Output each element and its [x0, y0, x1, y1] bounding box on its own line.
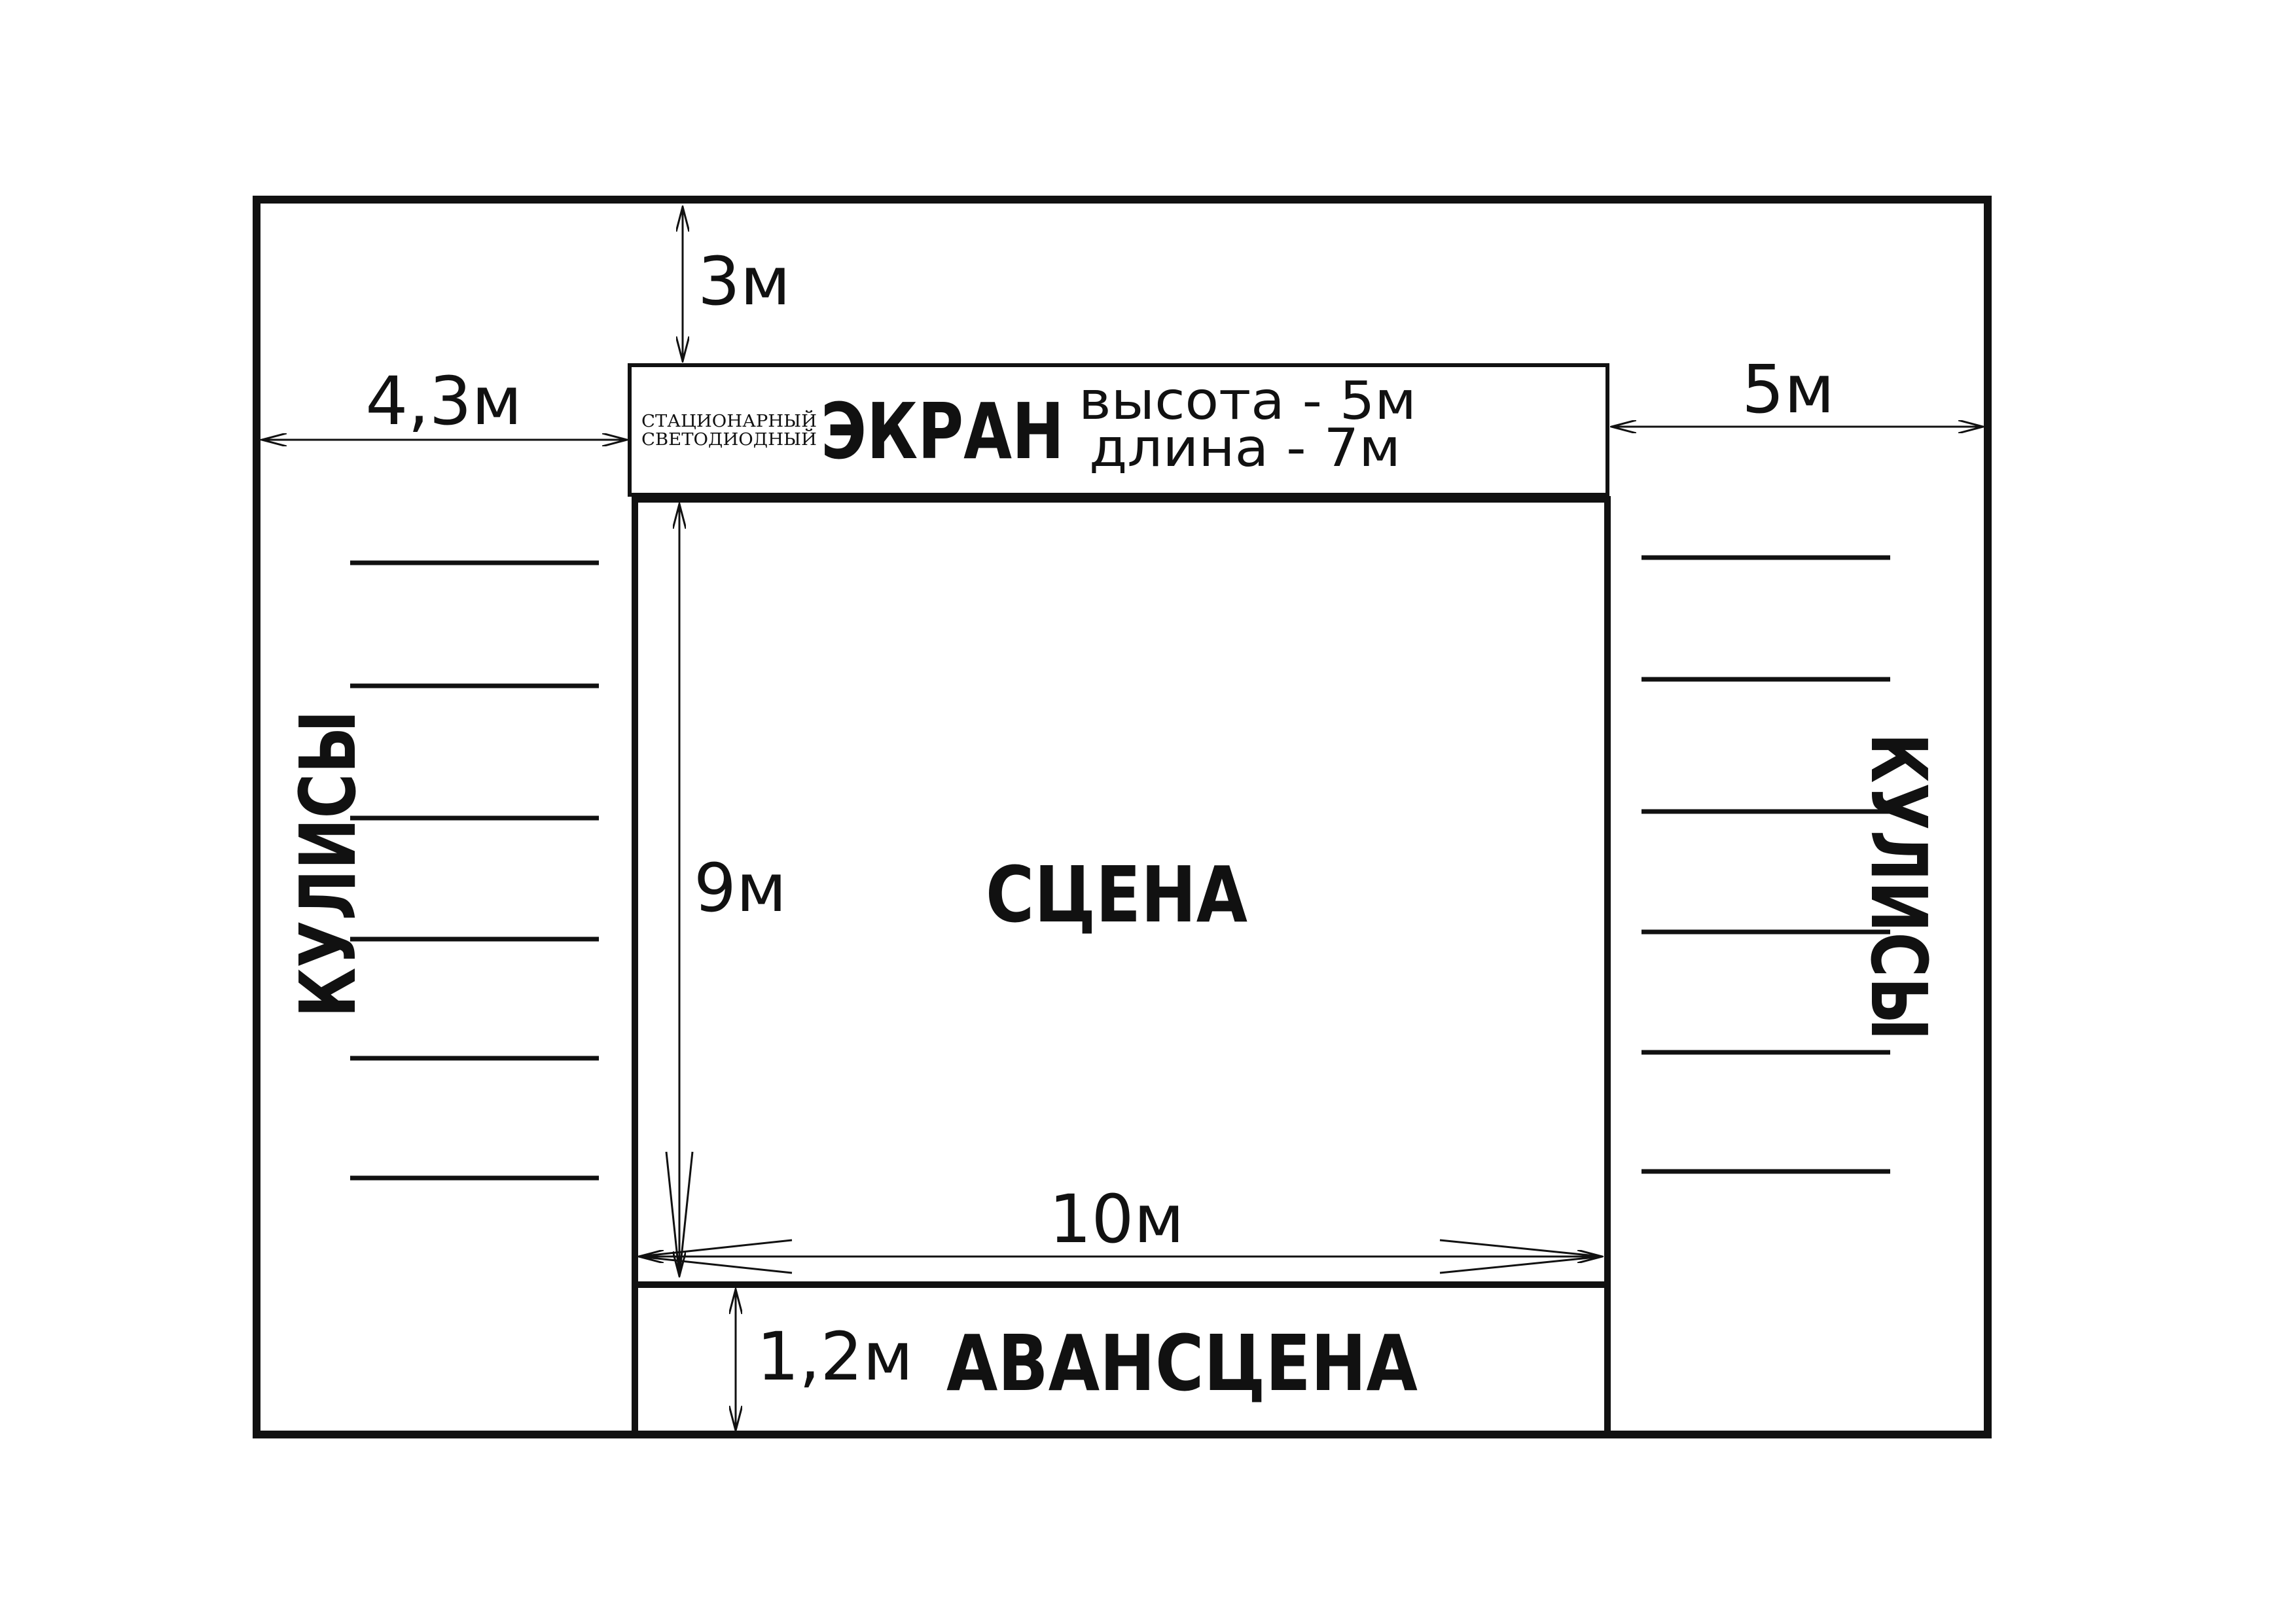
- screen-subtitle-line1: СТАЦИОНАРНЫЙ: [641, 410, 817, 431]
- screen-box: [628, 363, 1609, 497]
- left-wings-label: КУЛИСЫ: [283, 710, 373, 1018]
- venue-outline: [253, 196, 1992, 1438]
- stage-depth-label: 9м: [694, 849, 787, 927]
- screen-length-label: длина - 7м: [1089, 418, 1401, 478]
- right-wing-width-label: 5м: [1742, 351, 1835, 429]
- stage-corner-whiskers: [638, 1151, 1603, 1277]
- forestage-label: АВАНСЦЕНА: [946, 1318, 1418, 1408]
- screen-subtitle-line2: СВЕТОДИОДНЫЙ: [641, 429, 817, 450]
- stage-width-label: 10м: [1049, 1181, 1185, 1258]
- forestage-depth-label: 1,2м: [757, 1318, 913, 1396]
- right-wings-label: КУЛИСЫ: [1854, 733, 1944, 1041]
- left-wing-width-label: 4,3м: [365, 363, 522, 440]
- top-gap-label: 3м: [698, 243, 791, 321]
- screen-title: ЭКРАН: [821, 386, 1064, 476]
- left-wing-lines: [350, 560, 599, 1181]
- screen-height-label: высота - 5м: [1079, 370, 1416, 431]
- right-wing-lines: [1641, 555, 1890, 1174]
- stage-label: СЦЕНА: [986, 849, 1247, 940]
